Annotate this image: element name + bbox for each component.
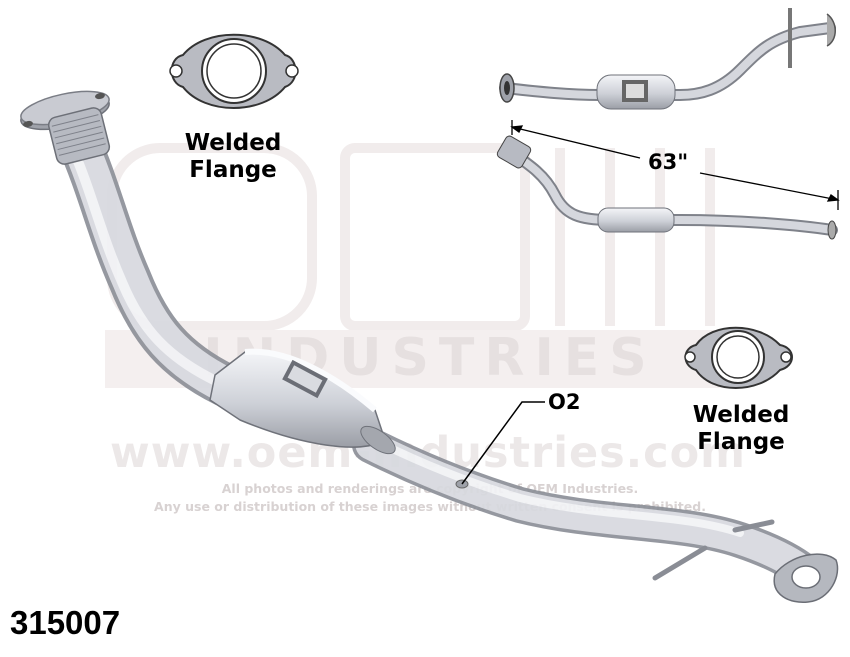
outlet-flange: [773, 553, 839, 603]
side-view-top: [499, 8, 836, 110]
welded-flange-right-icon: [684, 326, 793, 389]
part-number: 315007: [10, 604, 121, 641]
welded-flange-right-label: Welded Flange: [676, 402, 806, 456]
welded-flange-top-line2: Flange: [189, 157, 277, 183]
hanger-rods: [652, 519, 775, 581]
welded-flange-top-line1: Welded: [184, 130, 282, 156]
catalytic-converter: [209, 348, 396, 455]
flex-joint: [47, 107, 111, 165]
dimension-line: [510, 120, 840, 210]
main-pipe: [56, 118, 823, 590]
side-view-bottom: [496, 135, 838, 240]
welded-flange-top-label: Welded Flange: [168, 130, 298, 184]
o2-label: O2: [548, 390, 581, 414]
length-dimension-label: 63": [648, 150, 689, 174]
welded-flange-top-icon: [169, 33, 299, 109]
welded-flange-right-line2: Flange: [697, 429, 785, 455]
o2-leader-line: [461, 401, 545, 485]
welded-flange-right-line1: Welded: [692, 402, 790, 428]
